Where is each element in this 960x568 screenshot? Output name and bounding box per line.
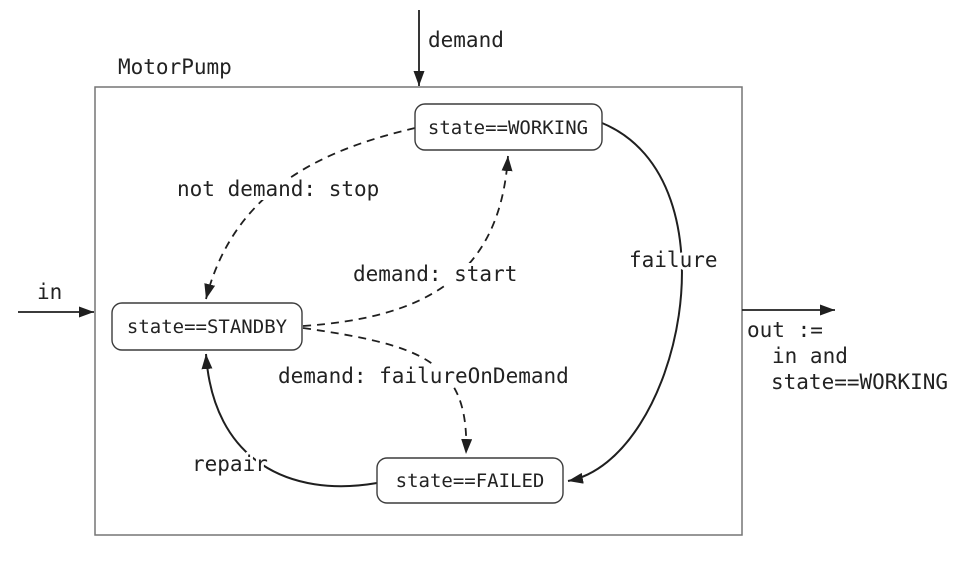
transition-label-failure: failure	[629, 248, 718, 272]
state-box-failed	[376, 457, 564, 504]
transition-curve-repair	[201, 353, 378, 488]
transition-curve-failure-on-demand	[302, 327, 473, 455]
input-label-demand: demand	[428, 28, 504, 52]
label-bg-failure-on-demand	[275, 364, 573, 386]
state-label-working: state==WORKING	[428, 117, 588, 139]
transition-label-repair: repair	[192, 452, 268, 476]
state-box-standby	[111, 302, 303, 351]
state-box-working	[414, 103, 603, 151]
output-label-line3: state==WORKING	[771, 370, 948, 394]
transition-label-failure-on-demand: demand: failureOnDemand	[278, 364, 569, 388]
block-container-box	[94, 86, 743, 536]
output-label-line2: in and	[772, 344, 848, 368]
input-label-in: in	[37, 280, 62, 304]
label-bg-start	[350, 263, 520, 284]
transition-curve-stop	[204, 127, 416, 300]
output-label-line1: out :=	[747, 318, 823, 342]
state-label-standby: state==STANDBY	[127, 316, 288, 338]
label-bg-stop	[173, 179, 383, 200]
transition-label-start: demand: start	[353, 262, 517, 286]
transition-curve-start	[302, 155, 513, 327]
transition-curve-failure	[567, 122, 683, 484]
state-label-failed: state==FAILED	[396, 470, 545, 492]
diagram-title: MotorPump	[118, 55, 232, 79]
transition-label-stop: not demand: stop	[177, 177, 379, 201]
